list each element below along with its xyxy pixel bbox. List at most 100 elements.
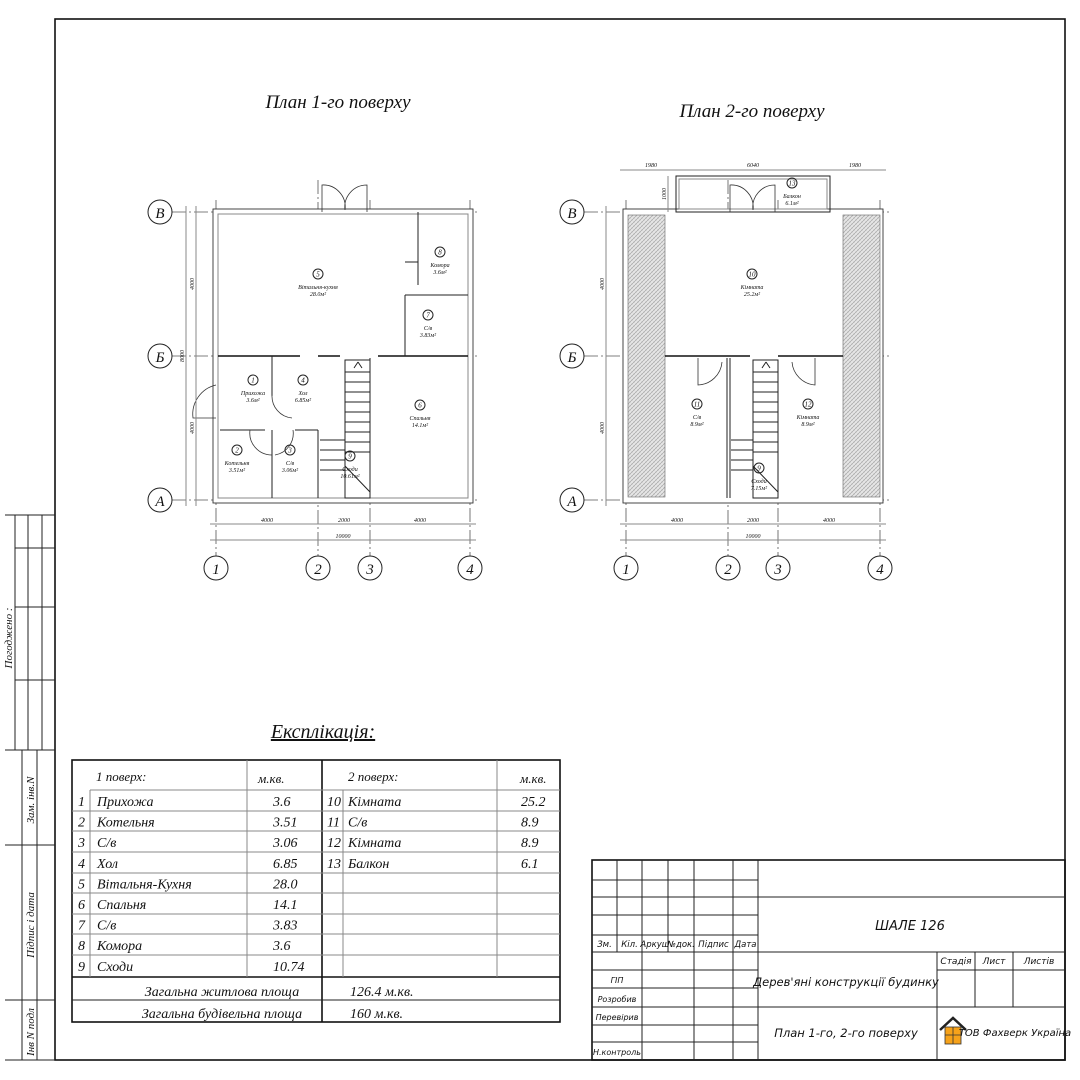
plan-1-axis-col-label: 2: [314, 562, 322, 578]
floor1-row-number: 9: [78, 960, 85, 975]
room-label: 3С/в3.06м²: [281, 444, 298, 474]
room-label: 11С/в8.9м²: [690, 398, 704, 428]
plan-2-dim: 4000: [671, 517, 683, 524]
room-number: 1: [251, 377, 255, 385]
sheets-label: Листів: [1023, 957, 1055, 967]
room-area: 14.1м²: [412, 422, 428, 429]
floor1-row-name: Прихожа: [96, 795, 153, 810]
floor1-row-area: 3.51: [272, 816, 298, 831]
title-block-role: Розробив: [598, 995, 637, 1004]
room-number-circle: [434, 246, 446, 258]
floor1-row-name: Котельня: [96, 816, 155, 831]
floor2-row-number: 12: [327, 836, 341, 851]
plan-1-dim: 2000: [338, 518, 350, 524]
room-number: 5: [316, 271, 320, 279]
plan-1-dim-total: 8000: [180, 350, 186, 362]
plan-2-dim: 1980: [849, 163, 861, 169]
room-number-circle: [414, 399, 426, 411]
total-building-value: 160 м.кв.: [350, 1007, 403, 1022]
plan-1-dim: 4000: [261, 517, 273, 524]
room-number-circle: [746, 268, 758, 280]
room-number: 12: [805, 401, 813, 409]
floor1-row-area: 28.0: [273, 877, 298, 892]
floor1-row-area: 3.6: [272, 939, 291, 954]
inv-orig-label: Інв N подл: [25, 1008, 37, 1057]
floor1-row-area: 3.6: [272, 795, 291, 810]
room-area: 28.0м²: [310, 292, 326, 298]
section-name: Дерев'яні конструкції будинку: [752, 975, 939, 989]
floor2-row-area: 25.2: [521, 795, 546, 810]
floor1-header: 1 поверх:: [96, 769, 147, 784]
floor1-row-name: Комора: [96, 939, 142, 954]
floor1-row-name: С/в: [97, 919, 116, 934]
floor2-row-area: 8.9: [521, 816, 539, 831]
floor-plan-2: План 2-го поверху В Б А 1 2 3 4 1980 604…: [559, 101, 893, 581]
roof-slope-left: [627, 214, 666, 498]
room-area: 8.9м²: [801, 422, 814, 428]
room-number: 3: [287, 447, 292, 455]
floor2-row-name: Балкон: [347, 857, 389, 872]
plan-1-dim: 4000: [189, 422, 196, 434]
floor1-row-number: 4: [78, 857, 85, 872]
plan-2-axis-row-label: В: [567, 206, 576, 222]
plan-2-axis-col-label: 3: [773, 562, 782, 578]
room-name: Сходи: [751, 478, 766, 485]
room-area: 6.1м²: [785, 201, 798, 207]
room-name: Балкон: [782, 194, 801, 200]
stage-label: Стадія: [940, 957, 972, 967]
room-name: С/в: [286, 461, 295, 467]
room-number-circle: [422, 309, 434, 321]
sign-date-label: Підпис і дата: [25, 892, 37, 959]
room-name: С/в: [693, 415, 702, 421]
room-number-circle: [691, 398, 703, 410]
floor2-header: 2 поверх:: [348, 769, 399, 784]
room-number-circle: [312, 268, 324, 280]
plan-2-axis-col-label: 2: [724, 562, 732, 578]
room-name: Кімната: [740, 285, 764, 291]
room-area: 3.06м²: [281, 468, 298, 474]
floor1-row-name: С/в: [97, 836, 116, 851]
room-number-circle: [344, 450, 356, 462]
floor1-row-number: 3: [77, 836, 85, 851]
room-number: 13: [789, 180, 797, 188]
sheet-frame: [54, 18, 1066, 1061]
agreed-label: Погоджено :: [3, 608, 15, 670]
total-building-label: Загальна будівельна площа: [142, 1007, 302, 1022]
room-area: 10.61м²: [340, 474, 359, 480]
floor2-row-area: 6.1: [521, 857, 539, 872]
room-name: С/в: [424, 326, 433, 332]
sheet-label: Лист: [982, 957, 1007, 967]
floor1-row-number: 2: [78, 816, 85, 831]
plan-2-dim: 1000: [662, 188, 668, 200]
stairs-1: [320, 359, 371, 499]
plan-1-title: План 1-го поверху: [264, 92, 411, 113]
title-block-role: Н.контроль: [593, 1048, 641, 1057]
floor2-row-name: Кімната: [347, 836, 401, 851]
room-name: Котельня: [224, 461, 250, 467]
floor1-row-number: 8: [78, 939, 85, 954]
room-name: Хол: [297, 391, 307, 397]
plan-1-axis-row-label: Б: [155, 350, 165, 366]
plan-2-dim: 1980: [645, 163, 657, 169]
plan-2-axis-row-label: Б: [567, 350, 577, 366]
title-block-header: Дата: [733, 940, 756, 950]
room-number: 9: [348, 453, 352, 461]
plan-1-axis-col-label: 1: [212, 562, 220, 578]
floor2-row-area: 8.9: [521, 836, 539, 851]
room-area: 3.83м²: [419, 333, 436, 339]
room-number: 4: [301, 377, 305, 385]
explication: Експлікація: 1 поверх: м.кв. 2 поверх: м…: [71, 721, 561, 1023]
room-label: 7С/в3.83м²: [419, 309, 436, 339]
plan-2-title: План 2-го поверху: [678, 101, 825, 122]
room-number: 7: [426, 312, 430, 320]
plan-1-dim-total: 10000: [336, 534, 351, 540]
floor1-row-number: 7: [78, 919, 86, 934]
room-number-circle: [231, 444, 243, 456]
plan-2-axis-col-label: 1: [622, 562, 630, 578]
